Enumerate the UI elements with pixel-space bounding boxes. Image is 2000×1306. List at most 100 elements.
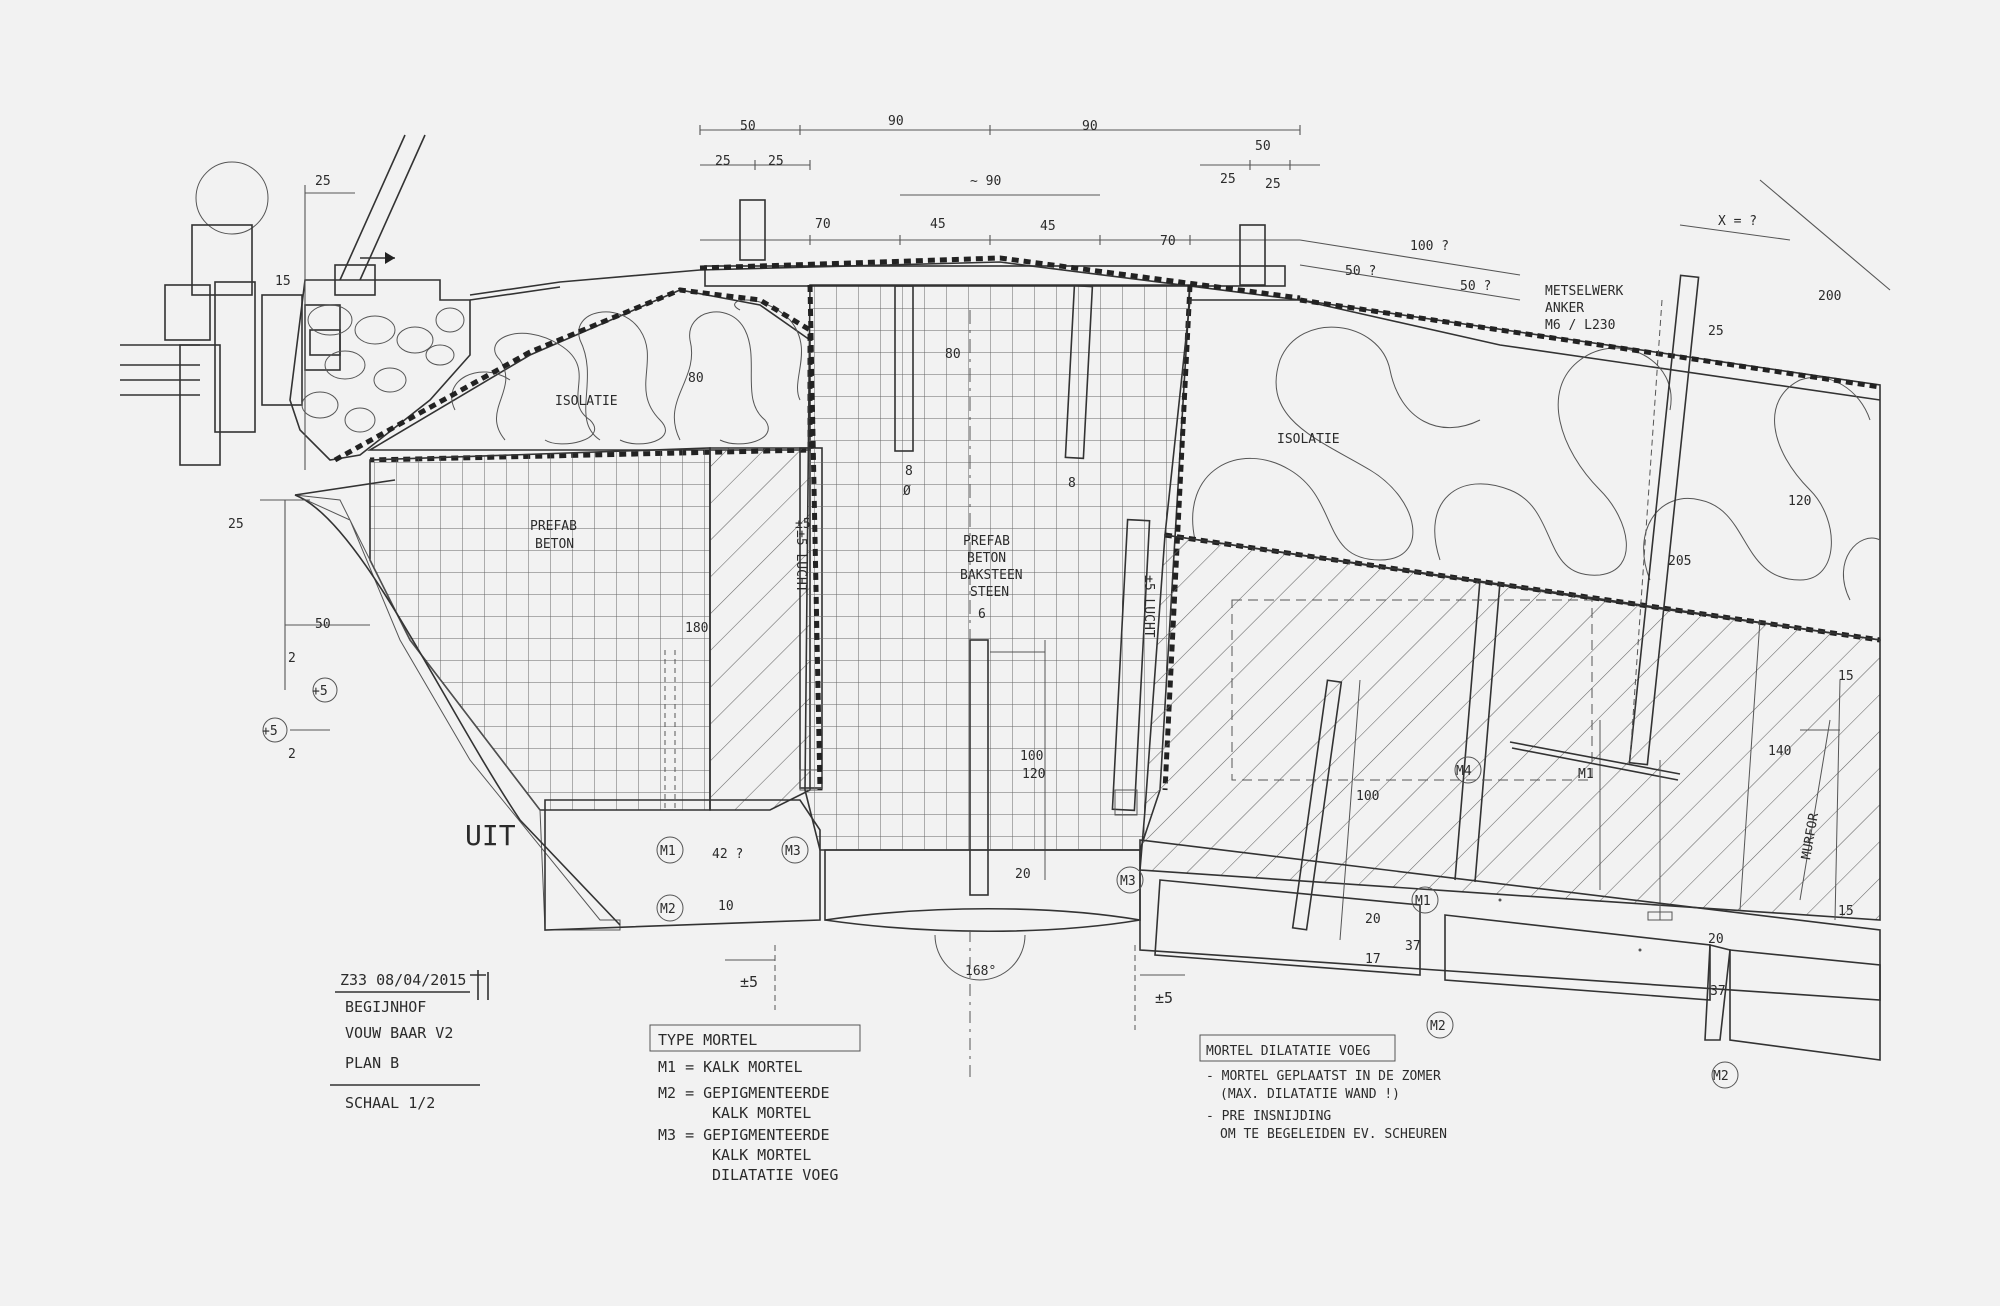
signature-mark (470, 970, 489, 1000)
dim-180: 180 (685, 621, 708, 636)
dim-25-c: 25 (1220, 172, 1236, 187)
dim-80-center: 80 (945, 347, 961, 362)
legend-dilatatie-row-3: - PRE INSNIJDING (1206, 1109, 1331, 1124)
pm5-b: ±5 (1155, 989, 1173, 1007)
lucht-a-label: ±5 LUCHT (793, 530, 808, 593)
legend-dilatatie-heading: MORTEL DILATATIE VOEG (1206, 1044, 1371, 1059)
tick-2-a: 2 (288, 651, 296, 666)
center-base-brick: 168° (824, 849, 1141, 1080)
title-date: Z33 08/04/2015 (340, 971, 466, 989)
right-top-dimensions: 100 ? 50 ? 50 ? X = ? METSELWERK ANKER M… (1299, 179, 1891, 569)
dim-37-far: 37 (1710, 984, 1726, 999)
m2-far-right: M2 (1713, 1069, 1729, 1084)
membrane-right-top (1299, 297, 1881, 390)
right-masonry: M4 100 20 17 37 140 15 15 MURFOR (1139, 534, 1881, 967)
air-gap-right: ±5 LUCHT (1111, 518, 1156, 816)
dim-17: 17 (1365, 952, 1381, 967)
dim-80-left: 80 (688, 371, 704, 386)
dim-50q-2: 50 ? (1460, 279, 1491, 294)
dim-50-top-right: 50 (1255, 139, 1271, 154)
tick-2-b: 2 (288, 747, 296, 762)
dim-15-left: 15 (275, 274, 291, 289)
metselwerk-2: ANKER (1545, 301, 1584, 316)
dim-10: 10 (718, 899, 734, 914)
dim-90-right: 90 (1082, 119, 1098, 134)
lucht-b-label: ±5 LUCHT (1141, 575, 1156, 638)
dim-205: 205 (1668, 554, 1691, 569)
title-project: BEGIJNHOF (345, 998, 426, 1016)
m1-far: M1 (1578, 767, 1594, 782)
m1-right: M1 (1415, 894, 1431, 909)
dim-25-right: 25 (1708, 324, 1724, 339)
m2-left: M2 (660, 902, 676, 917)
m4-tag: M4 (1456, 764, 1472, 779)
dim-45-right: 45 (1040, 219, 1056, 234)
m3-right: M3 (1120, 874, 1136, 889)
dim-6: 6 (978, 607, 986, 622)
dim-45-left: 45 (930, 217, 946, 232)
dim-70-right: 70 (1160, 234, 1176, 249)
dim-200: 200 (1818, 289, 1841, 304)
pm5-c: ±5 (795, 517, 811, 532)
legend-type-mortel: TYPE MORTEL M1 = KALK MORTEL M2 = GEPIGM… (649, 1024, 861, 1184)
dim-37: 37 (1405, 939, 1421, 954)
angle-168: 168° (965, 964, 996, 979)
window-frame-detail (120, 134, 426, 466)
m3-left: M3 (785, 844, 801, 859)
dim-50-left: 50 (315, 617, 331, 632)
rubble-lintel (289, 279, 471, 461)
insulation-left: ISOLATIE 80 (367, 289, 811, 451)
prefab-beton-left-1: PREFAB (530, 519, 577, 534)
circle-plus5-a: +5 (312, 684, 328, 699)
dim-42q: 42 ? (712, 847, 743, 862)
title-version: VOUW BAAR V2 (345, 1024, 453, 1042)
dim-20-right: 20 (1365, 912, 1381, 927)
title-block: Z33 08/04/2015 BEGIJNHOF VOUW BAAR V2 PL… (330, 970, 489, 1112)
dim-25-d: 25 (1265, 177, 1281, 192)
prefab-center-1: PREFAB (963, 534, 1010, 549)
dim-50-top-left: 50 (740, 119, 756, 134)
legend-dilatatie-row-2: (MAX. DILATATIE WAND !) (1220, 1087, 1400, 1102)
prefab-beton-left-2: BETON (535, 537, 574, 552)
dim-25-b: 25 (768, 154, 784, 169)
dim-100-right: 100 (1356, 789, 1379, 804)
dim-20-center: 20 (1015, 867, 1031, 882)
legend-mortel-heading: TYPE MORTEL (658, 1031, 757, 1049)
dim-20-far: 20 (1708, 932, 1724, 947)
dim-25-a: 25 (715, 154, 731, 169)
legend-mortel-row-3: KALK MORTEL (712, 1104, 811, 1122)
dim-8-left: 8 (905, 464, 913, 479)
dim-25-left: 25 (315, 174, 331, 189)
m2-right: M2 (1430, 1019, 1446, 1034)
legend-mortel-row-6: DILATATIE VOEG (712, 1166, 838, 1184)
dim-approx-90: ~ 90 (970, 174, 1001, 189)
legend-dilatatie-voeg: MORTEL DILATATIE VOEG - MORTEL GEPLAATST… (1199, 1034, 1447, 1142)
circle-plus5-b: +5 (262, 724, 278, 739)
phi-symbol: Ø (903, 484, 911, 499)
dim-120-center: 120 (1022, 767, 1045, 782)
legend-mortel-row-5: KALK MORTEL (712, 1146, 811, 1164)
legend-mortel-row-4: M3 = GEPIGMENTEERDE (658, 1126, 830, 1144)
dim-100-center: 100 (1020, 749, 1043, 764)
dim-100q: 100 ? (1410, 239, 1449, 254)
left-dimensions: 25 15 25 50 2 +5 +5 2 (228, 174, 370, 762)
top-flashing-line (469, 261, 1881, 401)
prefab-center-2: BETON (967, 551, 1006, 566)
dim-xq: X = ? (1718, 214, 1757, 229)
dim-25-lower: 25 (228, 517, 244, 532)
pm5-a: ±5 (740, 973, 758, 991)
dim-140: 140 (1768, 744, 1791, 759)
prefab-center-3: BAKSTEEN (960, 568, 1023, 583)
prefab-center-4: STEEN (970, 585, 1009, 600)
dim-90-left: 90 (888, 114, 904, 129)
dim-50q-1: 50 ? (1345, 264, 1376, 279)
bottom-mortar-band (544, 799, 1881, 1061)
dim-120-right: 120 (1788, 494, 1811, 509)
legend-dilatatie-row-1: - MORTEL GEPLAATST IN DE ZOMER (1206, 1069, 1441, 1084)
legend-dilatatie-row-4: OM TE BEGELEIDEN EV. SCHEUREN (1220, 1127, 1447, 1142)
title-scale: SCHAAL 1/2 (345, 1094, 435, 1112)
metselwerk-1: METSELWERK (1545, 284, 1623, 299)
membrane-left (333, 287, 813, 463)
